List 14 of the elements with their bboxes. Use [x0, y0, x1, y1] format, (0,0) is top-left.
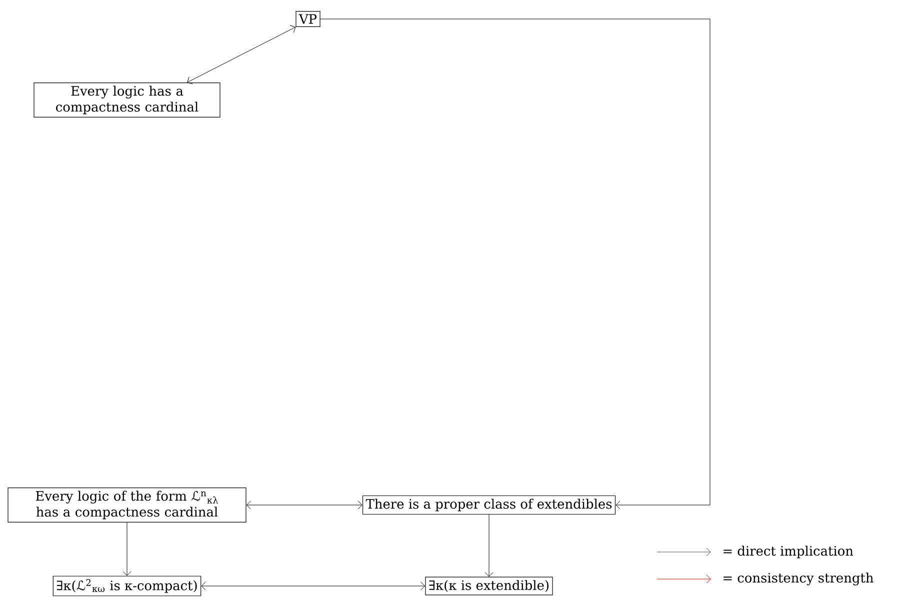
- arrow: [122, 522, 132, 576]
- statement-box: Every logic of the form ℒ$^{n}$κλ has a compactness cardinal: [8, 487, 246, 523]
- statement-box: VP: [296, 10, 320, 27]
- legend-text: = direct implication: [724, 546, 854, 558]
- arrow: [246, 500, 362, 510]
- legend-text: = consistency strength: [724, 572, 874, 586]
- statement-box: Every logic has a compactness cardinal: [34, 82, 220, 118]
- arrow: [187, 25, 296, 84]
- statement-box: ∃κ(ℒ$^{2}$$_{κω}$ is κ-compact): [52, 576, 202, 596]
- statement-box: ∃κ(κ is extendible): [425, 576, 553, 596]
- statement-box: There is a proper class of extendibles: [362, 495, 616, 515]
- arrow: [484, 514, 494, 577]
- arrow: [201, 582, 426, 590]
- arrow: [320, 18, 710, 510]
